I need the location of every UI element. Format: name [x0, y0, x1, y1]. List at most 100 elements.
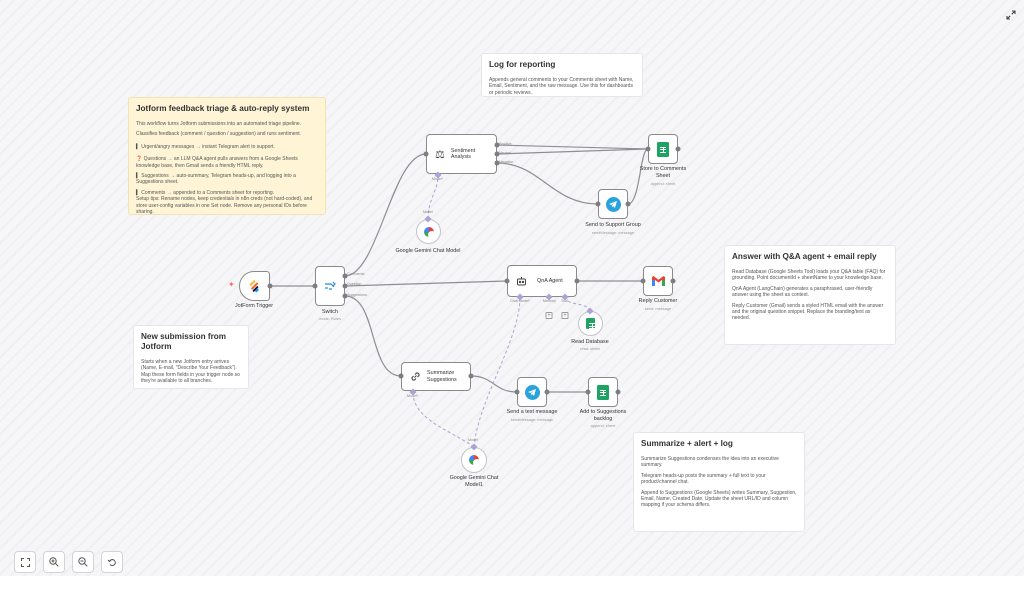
node-label: Reply Customer [638, 298, 678, 304]
add-chat-model-button[interactable]: + [545, 312, 553, 319]
output-handle[interactable] [544, 389, 550, 395]
input-handle[interactable] [312, 283, 318, 289]
note-text: Telegram heads-up posts the summary + fu… [641, 472, 766, 486]
sticky-note-main[interactable]: Jotform feedback triage & auto-reply sys… [128, 97, 326, 215]
input-handle[interactable] [640, 278, 646, 284]
output-label: Neutral [499, 151, 511, 155]
output-handle[interactable] [494, 142, 500, 148]
edge-switch-summarize [344, 295, 402, 377]
send-text-message-node[interactable] [517, 377, 547, 407]
node-label: Store to Comments Sheet [639, 166, 687, 179]
note-text: Starts when a new Jotform entry arrives … [141, 359, 240, 385]
edge-summarize-text [470, 375, 518, 393]
node-subtitle: sendMessage: message [510, 417, 554, 422]
zoom-in-icon [49, 557, 59, 567]
fullscreen-icon [1006, 10, 1016, 20]
input-label: Chat Model* [510, 299, 530, 303]
input-handle[interactable] [514, 389, 520, 395]
note-text: Read Database (Google Sheets Tool) loads… [732, 269, 886, 282]
gemini-chat-model-node[interactable] [416, 219, 441, 244]
sticky-note-new-submission[interactable]: New submission from Jotform Starts when … [133, 325, 249, 389]
sticky-note-qa[interactable]: Answer with Q&A agent + email reply Read… [724, 245, 896, 345]
node-title: Summarize Suggestions [427, 370, 457, 383]
ai-edge-gemini2-summarize [412, 392, 475, 448]
output-label: Comments [347, 272, 365, 276]
node-label: Google Gemini Chat Model [395, 248, 461, 254]
output-label: Model [468, 438, 478, 442]
ai-edge-gemini2-qna [473, 296, 521, 448]
bottom-strip [0, 576, 1024, 601]
send-support-node[interactable] [598, 189, 628, 219]
node-subtitle: mode: Rules [319, 316, 341, 321]
node-subtitle: read: sheet [580, 346, 600, 351]
edge-switch-sentiment [344, 153, 427, 277]
edge-negative-support [496, 162, 599, 205]
trigger-bolt-icon: ✦ [228, 280, 235, 289]
output-label: Negative [499, 160, 514, 164]
input-handle[interactable] [504, 278, 510, 284]
input-handle[interactable] [398, 373, 404, 379]
note-title: Log for reporting [489, 60, 556, 69]
zoom-out-button[interactable] [72, 551, 94, 573]
input-handle[interactable] [423, 151, 429, 157]
output-handle[interactable] [342, 273, 348, 279]
note-text: Classifies feedback (comment / question … [136, 131, 302, 138]
output-handle[interactable] [267, 283, 273, 289]
sticky-note-log[interactable]: Log for reporting Appends general commen… [481, 53, 643, 97]
node-label: Read Database [571, 339, 609, 345]
output-label: Question [347, 282, 362, 286]
output-handle[interactable] [670, 278, 676, 284]
note-text: ▍ Comments → appended to a Comments shee… [136, 189, 313, 215]
reset-zoom-button[interactable] [101, 551, 123, 573]
jotform-trigger-node[interactable] [239, 271, 270, 301]
note-text: ▍ Suggestions → auto-summary, Telegram h… [136, 173, 296, 186]
note-title: Jotform feedback triage & auto-reply sys… [136, 104, 310, 113]
output-handle[interactable] [675, 146, 681, 152]
output-handle[interactable] [494, 160, 500, 166]
node-label: Send to Support Group [585, 222, 641, 228]
note-title: Answer with Q&A agent + email reply [732, 252, 877, 261]
zoom-in-button[interactable] [43, 551, 65, 573]
store-comments-node[interactable] [648, 134, 678, 164]
gmail-icon [651, 276, 665, 286]
sticky-note-summarize[interactable]: Summarize + alert + log Summarize Sugges… [633, 432, 805, 532]
google-icon [423, 226, 436, 239]
node-label: Google Gemini Chat Model1 [449, 475, 499, 488]
note-text: ❓ Questions → an LLM Q&A agent pulls ans… [136, 156, 298, 169]
sheets-icon [597, 384, 609, 400]
node-subtitle: sendMessage: message [591, 230, 635, 235]
node-title: QnA Agent [537, 277, 563, 284]
fullscreen-button[interactable] [1006, 7, 1016, 20]
fit-view-button[interactable] [14, 551, 36, 573]
input-handle[interactable] [595, 201, 601, 207]
output-handle[interactable] [615, 389, 621, 395]
output-handle[interactable] [468, 373, 474, 379]
read-database-node[interactable] [578, 311, 603, 336]
add-memory-button[interactable]: + [561, 312, 569, 319]
add-suggestions-node[interactable] [588, 377, 618, 407]
input-handle[interactable] [585, 389, 591, 395]
ai-edge-gemini1-sentiment [427, 175, 439, 220]
output-handle[interactable] [342, 293, 348, 299]
node-label: Add to Suggestions backlog [579, 409, 627, 422]
sentiment-analysis-node[interactable]: ⚖ Sentiment Analysis [426, 134, 497, 174]
switch-node[interactable] [315, 266, 345, 306]
note-text: Append to Suggestions (Google Sheets) wr… [641, 489, 797, 509]
output-handle[interactable] [574, 278, 580, 284]
summarize-suggestions-node[interactable]: Summarize Suggestions [401, 362, 471, 391]
robot-icon [517, 277, 526, 286]
input-handle[interactable] [645, 146, 651, 152]
link-icon [411, 372, 420, 381]
qna-agent-node[interactable]: QnA Agent [507, 265, 577, 297]
output-handle[interactable] [494, 151, 500, 157]
note-text: QnA Agent (LangChain) generates a paraph… [732, 285, 873, 299]
gemini-chat-model1-node[interactable] [461, 447, 487, 473]
telegram-icon [524, 384, 540, 400]
reply-customer-node[interactable] [643, 266, 673, 296]
output-handle[interactable] [342, 283, 348, 289]
output-handle[interactable] [625, 201, 631, 207]
edge-switch-qna [344, 280, 508, 287]
connections-layer [270, 144, 649, 448]
note-text: This workflow turns Jotform submissions … [136, 121, 302, 127]
node-label: Switch [322, 309, 338, 315]
